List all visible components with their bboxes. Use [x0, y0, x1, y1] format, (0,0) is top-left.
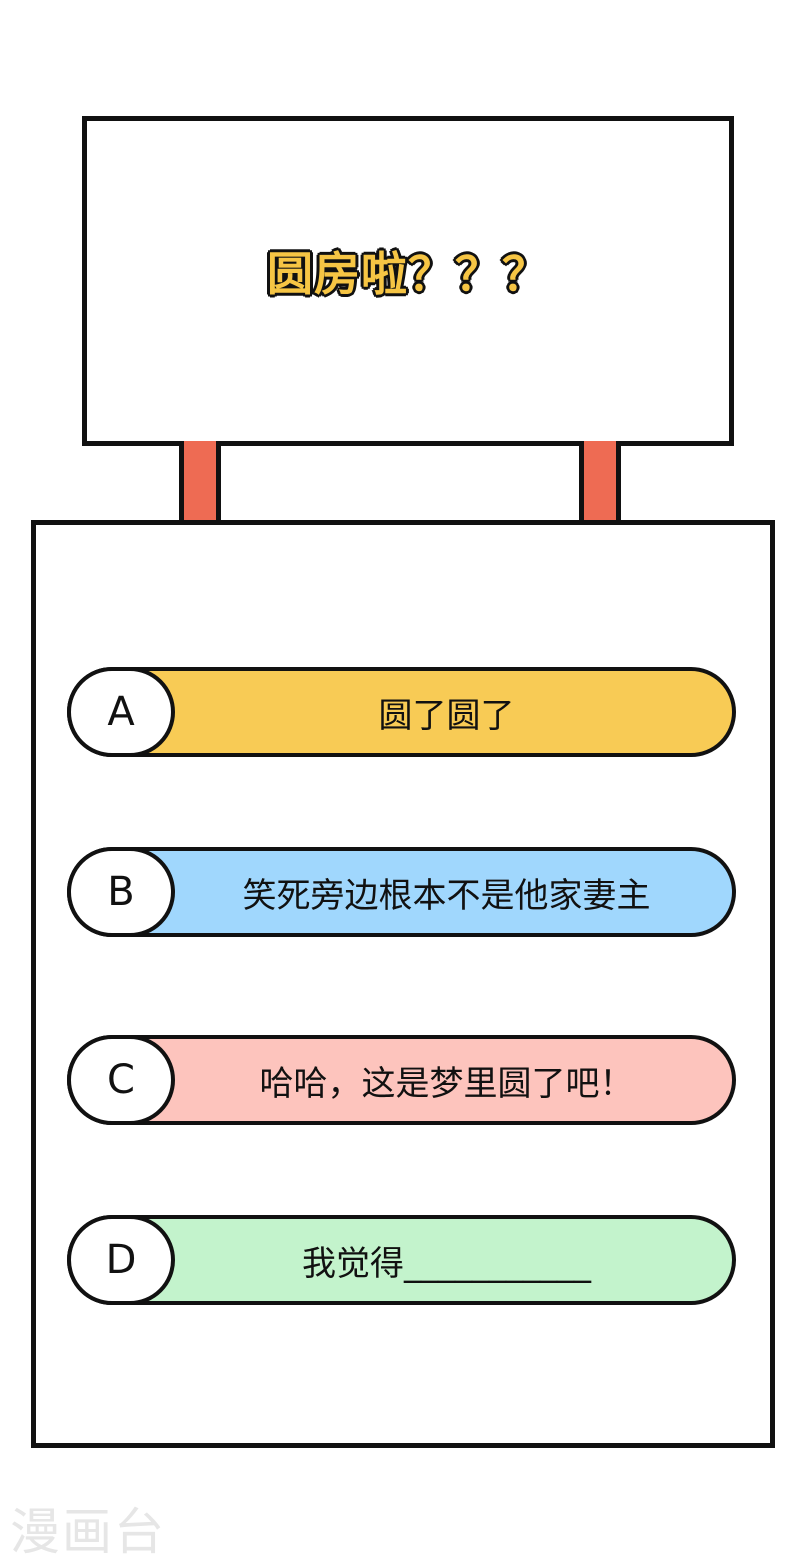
sign-post-right	[579, 441, 621, 523]
sign-post-left	[179, 441, 221, 523]
option-c[interactable]: C 哈哈，这是梦里圆了吧！	[67, 1035, 736, 1125]
option-d-letter: D	[67, 1215, 175, 1305]
option-d-text: 我觉得___________	[302, 1243, 591, 1284]
watermark-logo: 漫画台	[10, 1503, 166, 1561]
option-c-text: 哈哈，这是梦里圆了吧！	[259, 1063, 634, 1104]
option-b[interactable]: B 笑死旁边根本不是他家妻主	[67, 847, 736, 937]
option-c-letter: C	[67, 1035, 175, 1125]
option-a-text: 圆了圆了	[378, 695, 515, 736]
option-b-text: 笑死旁边根本不是他家妻主	[242, 875, 651, 916]
option-a[interactable]: A 圆了圆了	[67, 667, 736, 757]
question-title: 圆房啦？？？	[266, 246, 549, 302]
option-b-letter: B	[67, 847, 175, 937]
options-panel: A 圆了圆了 B 笑死旁边根本不是他家妻主 C 哈哈，这是梦里圆了吧！ D 我觉…	[31, 520, 775, 1448]
question-sign-board: 圆房啦？？？	[82, 116, 734, 446]
option-d[interactable]: D 我觉得___________	[67, 1215, 736, 1305]
option-a-letter: A	[67, 667, 175, 757]
